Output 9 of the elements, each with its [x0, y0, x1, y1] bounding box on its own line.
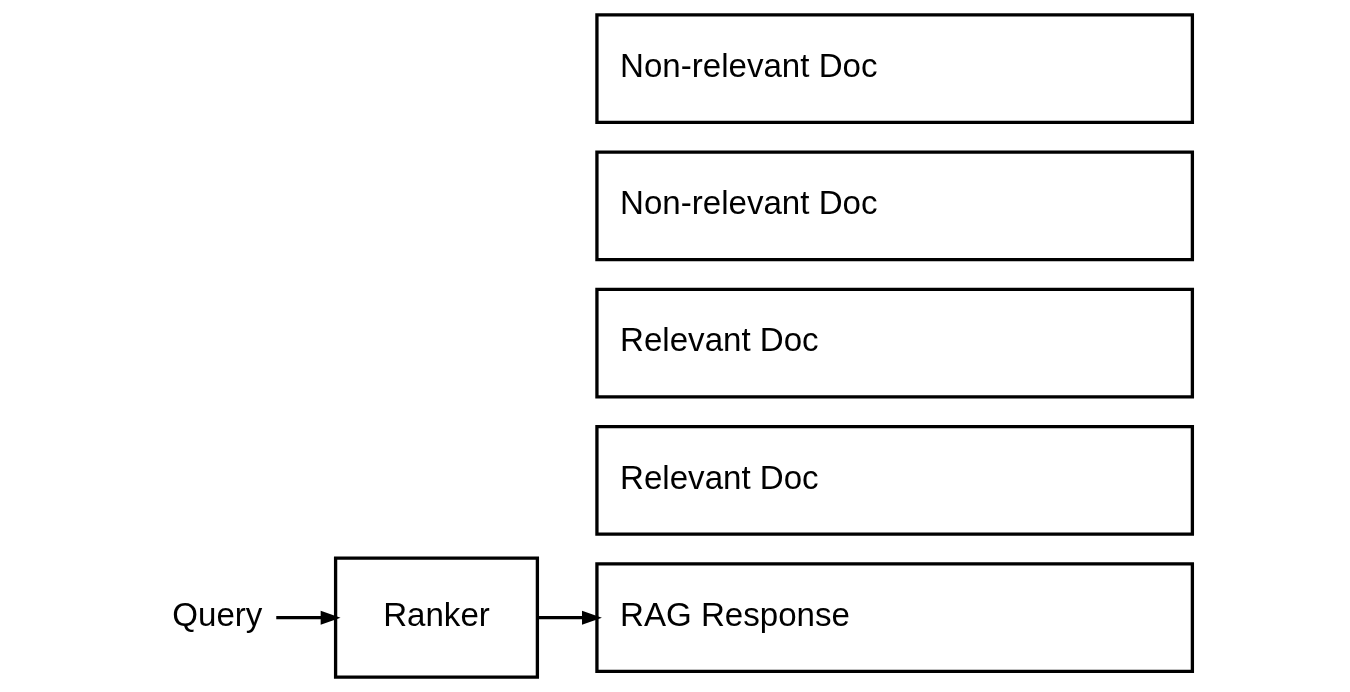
- arrow: [275, 610, 341, 625]
- node-box: Non-relevant Doc: [594, 13, 1194, 124]
- node-box: Relevant Doc: [594, 287, 1194, 399]
- node-box: Non-relevant Doc: [594, 150, 1194, 262]
- node-box: Ranker: [333, 556, 539, 679]
- node-text: Query: [171, 595, 262, 633]
- arrow: [536, 610, 602, 625]
- node-box: RAG Response: [594, 562, 1194, 674]
- node-box: Relevant Doc: [594, 424, 1194, 536]
